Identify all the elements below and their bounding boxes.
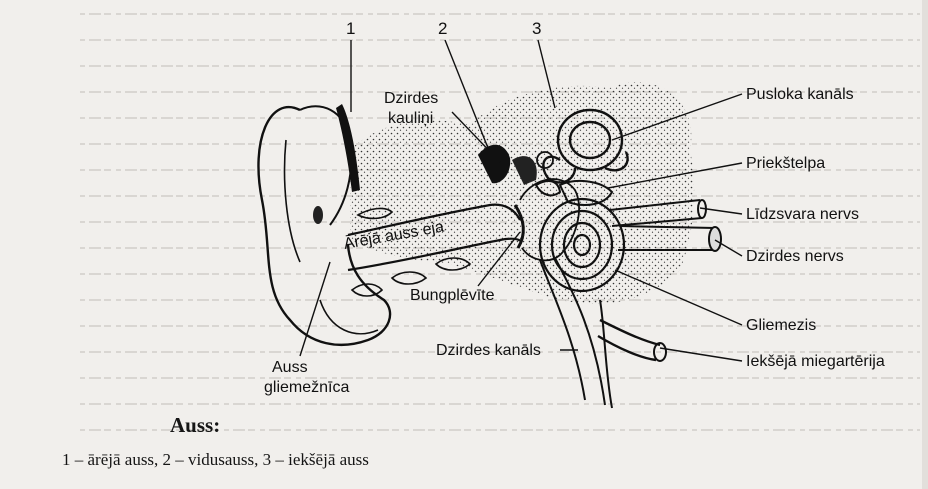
label-ossicles-line2: kauliņi <box>388 110 433 128</box>
caption-text: 1 – ārējā auss, 2 – vidusauss, 3 – iekšē… <box>62 450 369 470</box>
caption-title: Auss: <box>170 413 220 438</box>
label-pinna-line2: gliemežnīca <box>264 379 349 397</box>
label-number-1: 1 <box>346 20 355 38</box>
label-vestibule: Priekštelpa <box>746 155 825 173</box>
label-pinna-line1: Auss <box>272 359 308 377</box>
label-cochlear-nerve: Dzirdes nervs <box>746 248 844 266</box>
label-auditory-tube: Dzirdes kanāls <box>436 342 541 360</box>
antihelix <box>285 140 300 262</box>
label-eardrum: Bungplēvīte <box>410 287 495 305</box>
label-number-3: 3 <box>532 20 541 38</box>
label-cochlea: Gliemezis <box>746 317 816 335</box>
label-vestibular-nerve: Līdzsvara nervs <box>746 206 859 224</box>
label-carotid-artery: Iekšējā miegartērija <box>746 353 885 371</box>
tragus-dot <box>313 206 323 224</box>
label-ossicles-line1: Dzirdes <box>384 90 438 108</box>
lobe-curve <box>320 300 378 334</box>
label-number-2: 2 <box>438 20 447 38</box>
label-semicircular-canal: Pusloka kanāls <box>746 86 854 104</box>
page-edge <box>922 0 928 489</box>
